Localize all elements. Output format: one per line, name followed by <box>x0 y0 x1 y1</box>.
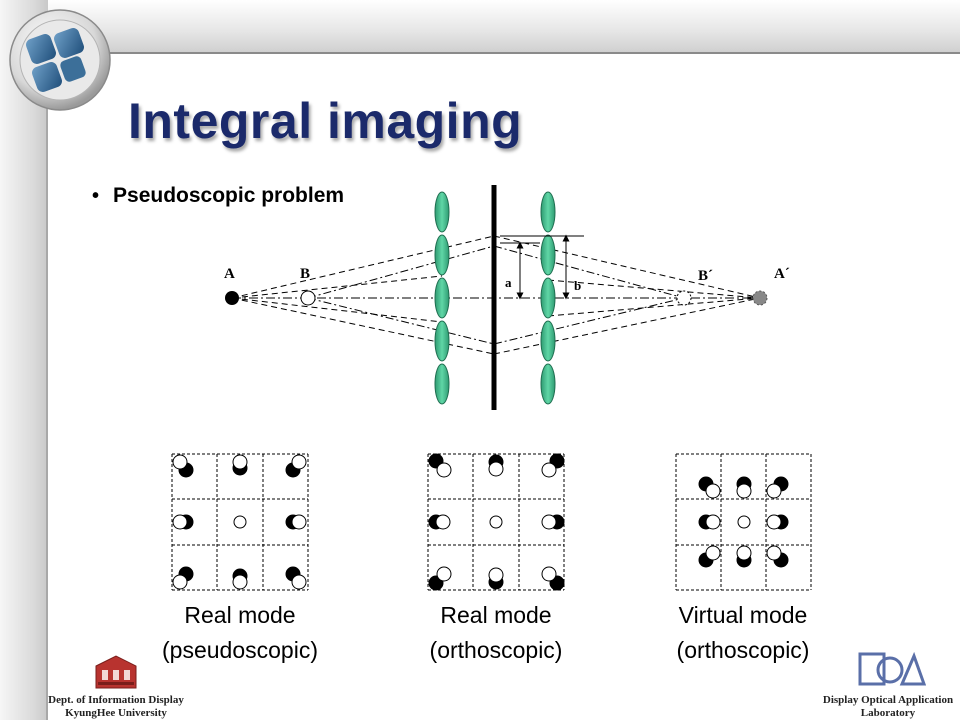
panel-virtual-orthoscopic <box>675 453 812 591</box>
label-a-prime: A´ <box>774 266 790 282</box>
top-rule <box>48 52 960 54</box>
point-b <box>300 290 316 306</box>
panel-real-pseudoscopic <box>171 453 309 591</box>
caption-line2: (pseudoscopic) <box>162 637 318 663</box>
caption-line2: (orthoscopic) <box>429 637 563 663</box>
point-a-prime <box>752 290 768 306</box>
point-b-prime <box>676 290 692 306</box>
label-dim-a: a <box>505 275 512 290</box>
keypad-logo-icon <box>9 9 111 111</box>
caption-line1: Virtual mode <box>678 602 808 628</box>
label-b-prime: B´ <box>698 268 713 284</box>
slide-title: Integral imaging <box>128 93 523 149</box>
footer-right-text: Display Optical Application Laboratory <box>816 694 960 720</box>
panel-real-orthoscopic <box>427 453 565 591</box>
label-b: B <box>300 266 310 282</box>
point-a <box>225 291 239 305</box>
ray-lines <box>231 235 761 355</box>
university-emblem-icon <box>95 655 137 689</box>
footer-right-line2: Laboratory <box>860 707 916 719</box>
caption-real-orthoscopic: Real mode (orthoscopic) <box>376 598 616 668</box>
lens-array-right <box>540 191 556 405</box>
footer-right-line1: Display Optical Application <box>822 694 954 706</box>
left-rule <box>46 52 48 720</box>
caption-line1: Real mode <box>440 602 552 628</box>
caption-virtual-orthoscopic: Virtual mode (orthoscopic) <box>623 598 863 668</box>
left-band <box>0 0 48 720</box>
label-dim-b: b <box>574 278 581 293</box>
footer-left-line1: Dept. of Information Display <box>48 694 184 706</box>
bullet-item: • Pseudoscopic problem <box>92 184 344 208</box>
footer-left-line2: KyungHee University <box>65 707 167 719</box>
caption-real-pseudoscopic: Real mode (pseudoscopic) <box>120 598 360 668</box>
caption-line2: (orthoscopic) <box>676 637 810 663</box>
dimension-markers <box>500 234 584 300</box>
top-band <box>0 0 960 52</box>
bullet-dot-icon: • <box>92 184 100 207</box>
label-a: A <box>224 266 235 282</box>
lens-array-left <box>434 191 450 405</box>
bullet-text: Pseudoscopic problem <box>113 184 345 207</box>
lab-logo-icon <box>858 651 926 686</box>
footer-left-text: Dept. of Information Display KyungHee Un… <box>22 694 210 720</box>
caption-line1: Real mode <box>184 602 296 628</box>
